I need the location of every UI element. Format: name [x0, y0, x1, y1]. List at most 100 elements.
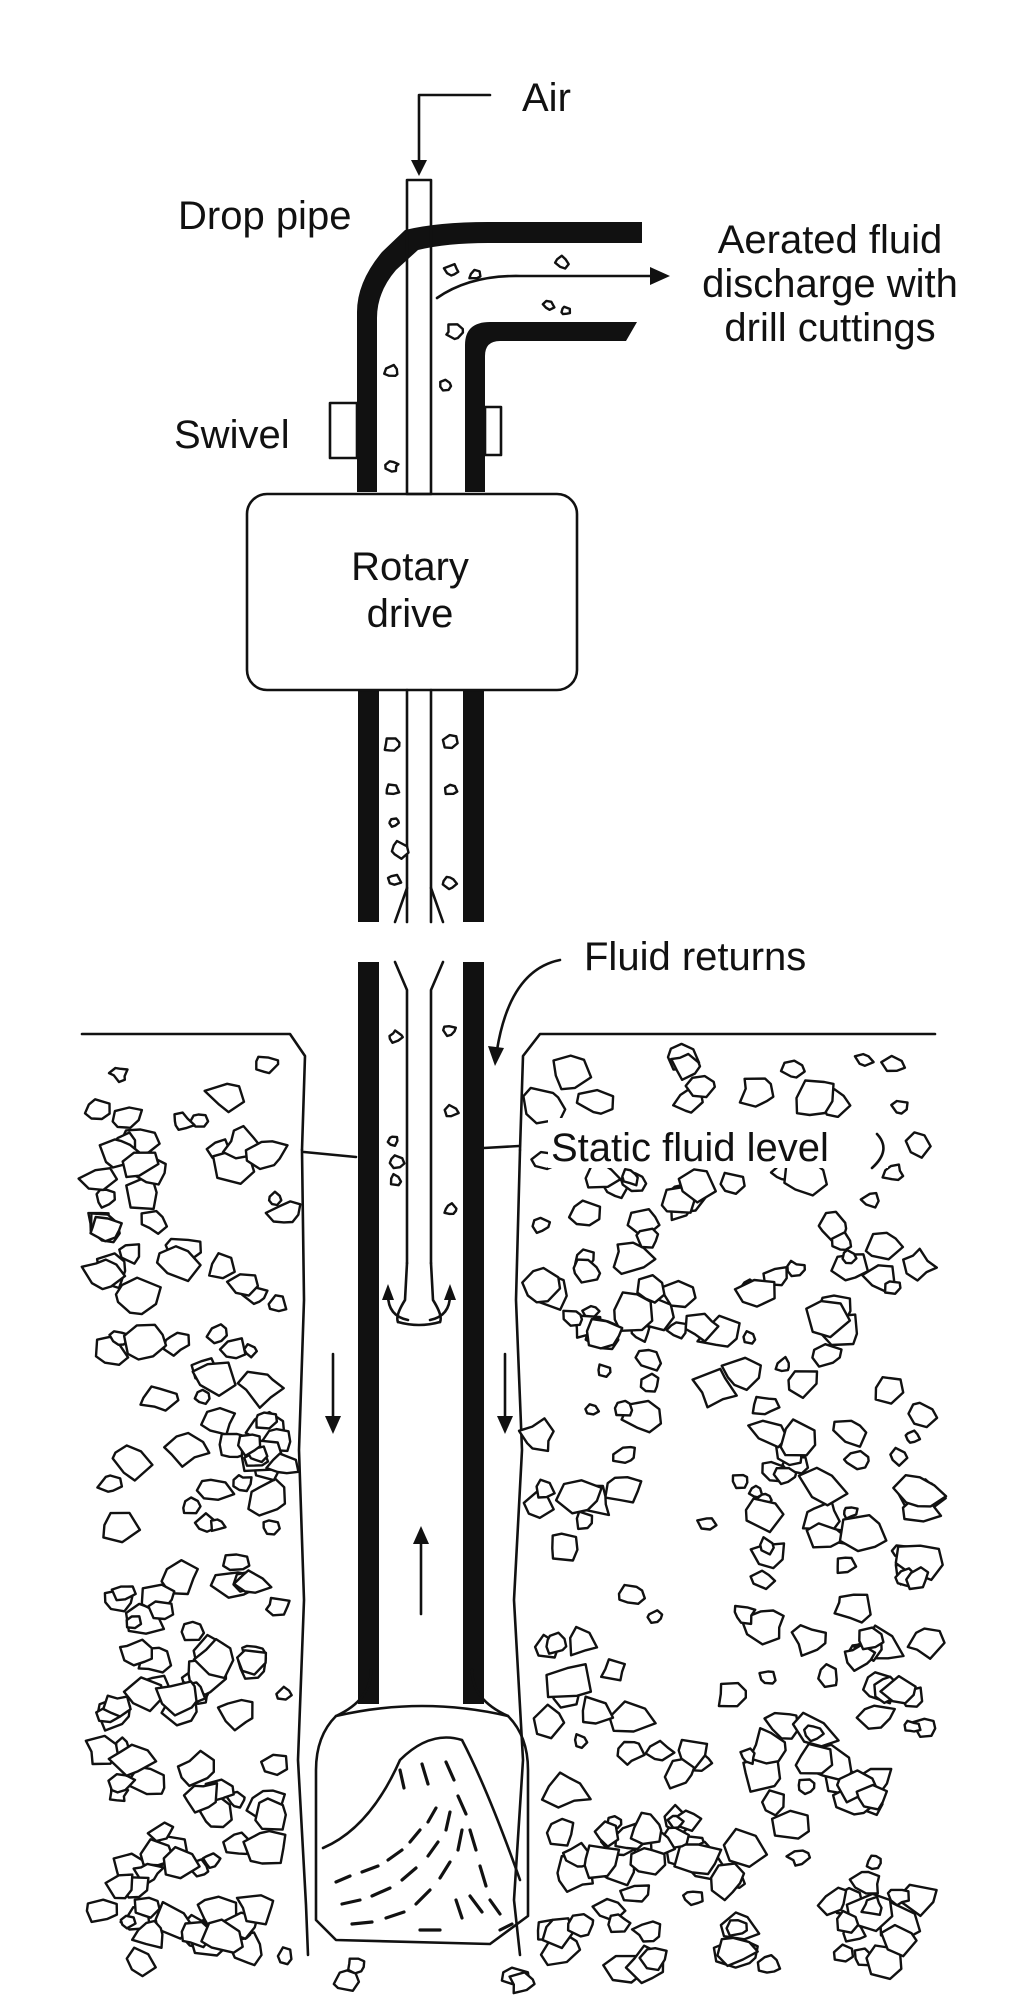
rock — [742, 1330, 757, 1345]
cutting — [442, 1025, 457, 1038]
static-fluid-level-label-backing — [548, 1118, 888, 1168]
rock — [797, 1778, 816, 1796]
rock — [575, 1510, 594, 1531]
rock — [255, 1055, 280, 1075]
cutting — [384, 460, 400, 473]
rock — [805, 1299, 852, 1339]
rock — [748, 1727, 787, 1765]
rock — [173, 1111, 196, 1131]
rock — [347, 1957, 366, 1975]
rock — [725, 1919, 748, 1937]
rock — [260, 1753, 289, 1777]
rock — [247, 1477, 287, 1517]
rock — [795, 1079, 835, 1117]
rock — [634, 1348, 663, 1372]
rock — [906, 1627, 946, 1660]
rock — [638, 1947, 668, 1972]
label-static-fluid-level: Static fluid level — [551, 1126, 829, 1170]
rock — [684, 1312, 720, 1343]
rock — [255, 1411, 279, 1430]
label-rotary-line1: Rotary — [351, 545, 469, 589]
rock — [332, 1969, 361, 1992]
rock — [635, 1227, 660, 1249]
cutting — [442, 262, 460, 277]
rock — [192, 1637, 235, 1680]
rock — [904, 1429, 922, 1444]
cutting — [441, 733, 459, 750]
rock — [532, 1703, 566, 1740]
flow-arrows — [325, 93, 670, 1616]
rock — [790, 1624, 827, 1657]
rock — [636, 1274, 666, 1304]
rock — [749, 1542, 786, 1570]
rock — [797, 1466, 849, 1507]
rock — [763, 1711, 800, 1740]
rock — [545, 1631, 568, 1655]
rock — [684, 1074, 716, 1099]
rock — [608, 1700, 657, 1733]
pipe-left-wall-lower — [358, 962, 379, 1704]
rock — [696, 1517, 718, 1531]
rock — [717, 1681, 747, 1708]
rock — [182, 1782, 219, 1814]
rock — [864, 1231, 905, 1261]
rock — [716, 1936, 759, 1968]
elbow-inner-wall — [465, 322, 637, 492]
formation-rocks — [77, 1042, 948, 1995]
rock — [125, 1615, 143, 1630]
rock — [880, 1054, 907, 1073]
rock — [218, 1337, 247, 1360]
rock — [140, 1209, 169, 1235]
drill-pipe — [357, 222, 642, 1704]
cutting — [439, 378, 453, 392]
cutting — [388, 1029, 404, 1044]
rock — [146, 1821, 175, 1843]
rock — [232, 1474, 253, 1493]
rock — [880, 1923, 918, 1958]
rock — [843, 1506, 859, 1520]
rock — [83, 1098, 111, 1121]
rock — [719, 1171, 746, 1195]
cutting — [443, 783, 459, 796]
cutting — [443, 1202, 458, 1216]
rock — [676, 1809, 703, 1833]
rock — [853, 1052, 875, 1067]
rock — [567, 1199, 602, 1227]
cutting — [386, 1135, 399, 1147]
rock — [787, 1370, 819, 1400]
rock — [779, 1418, 817, 1457]
static-fluid-level-marks — [302, 1144, 521, 1159]
rock — [237, 1433, 262, 1457]
rock — [552, 1054, 593, 1091]
rock — [265, 1452, 300, 1475]
cutting — [383, 363, 399, 377]
rock — [816, 1886, 848, 1917]
rock — [96, 1474, 124, 1493]
rock — [670, 1052, 702, 1081]
rock — [744, 1497, 785, 1534]
rock — [275, 1685, 293, 1701]
rock — [855, 1783, 889, 1811]
rock — [709, 1862, 746, 1902]
rock — [604, 1476, 643, 1504]
rock — [104, 1873, 134, 1900]
rock — [902, 1247, 938, 1282]
rock — [236, 1649, 268, 1676]
rock — [830, 1253, 870, 1282]
label-swivel: Swivel — [174, 413, 290, 457]
rock — [874, 1376, 905, 1405]
label-drop-pipe: Drop pipe — [178, 194, 351, 238]
cutting — [560, 305, 572, 316]
rock — [200, 1406, 237, 1436]
cutting — [441, 875, 459, 891]
cutting — [385, 783, 401, 796]
rock — [881, 1163, 905, 1182]
cutting — [541, 299, 556, 311]
rock — [176, 1749, 215, 1788]
rock — [644, 1739, 676, 1762]
rock — [551, 1532, 579, 1562]
rock — [569, 1625, 599, 1657]
rock — [677, 1168, 717, 1204]
cutting — [443, 1103, 460, 1118]
air-arrow-head — [411, 160, 427, 176]
